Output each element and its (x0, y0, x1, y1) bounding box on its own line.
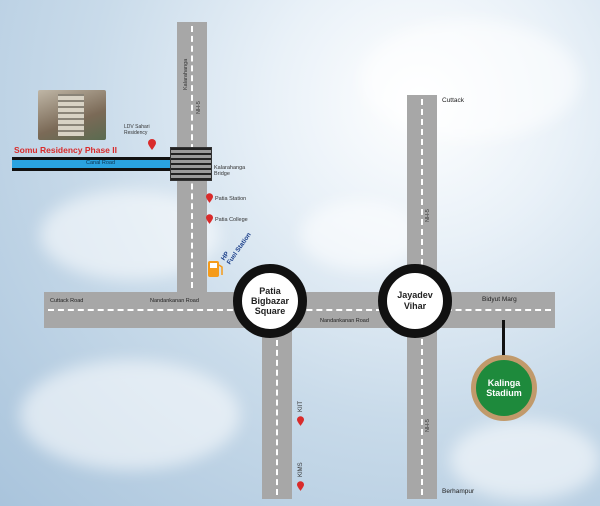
canal-road (12, 157, 180, 171)
canal-road-label: Canal Road (86, 160, 116, 166)
nh5-upper-label: NH-5 (196, 101, 202, 114)
kiit-pin-icon (297, 416, 304, 426)
kalarahanga-road-label: Kalarahanga (183, 58, 189, 90)
nandankanan-road-mid-label: Nandankanan Road (320, 318, 369, 324)
kalarahanga-bridge (170, 147, 212, 181)
kiit-label: KIIT (298, 400, 304, 412)
project-building-image (38, 90, 106, 140)
patia-college-label: Patia College (215, 217, 248, 223)
stadium-connector (502, 320, 505, 357)
fuel-pump-icon (208, 261, 223, 277)
north-direction-label: Cuttack (442, 97, 465, 104)
cloud (20, 360, 240, 470)
nh5-right-lower-label: NH-5 (425, 419, 431, 432)
nandankanan-road-left-label: Nandankanan Road (150, 298, 199, 304)
bidyut-marg-label: Bidyut Marg (482, 296, 517, 303)
cloud (360, 20, 580, 140)
patia-station-pin-icon (206, 193, 213, 203)
kims-pin-icon (297, 481, 304, 491)
kims-label: KIMS (298, 462, 304, 477)
patia-station-label: Patia Station (215, 196, 247, 202)
ldv-pin-icon (148, 139, 156, 150)
cloud (300, 200, 420, 270)
cuttack-road-label: Cuttack Road (50, 298, 84, 304)
south-direction-label: Berhampur (442, 488, 475, 495)
project-name: Somu Residency Phase II (14, 145, 117, 155)
patia-college-pin-icon (206, 214, 213, 224)
nh5-right-upper-label: NH-5 (425, 209, 431, 222)
cloud (450, 420, 600, 500)
